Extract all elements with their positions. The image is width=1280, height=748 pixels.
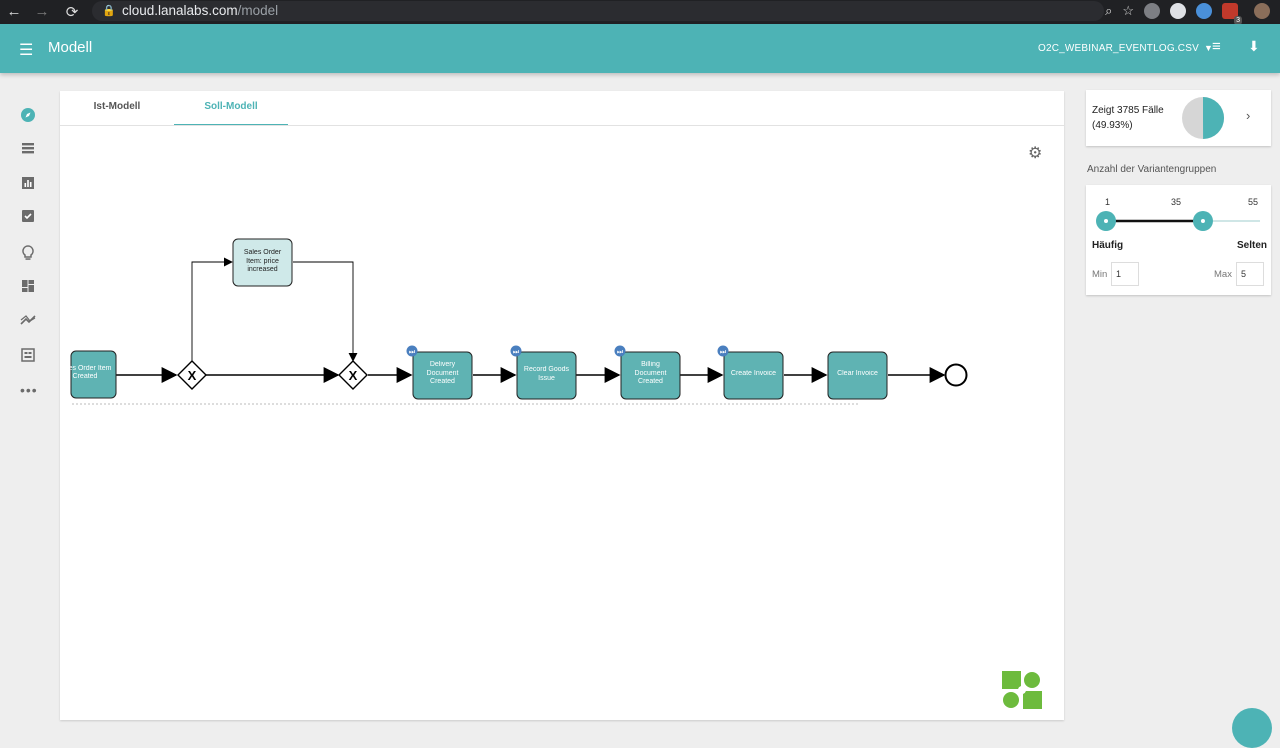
case-count-text: Zeigt 3785 Fälle (49.93%) <box>1092 103 1164 133</box>
extension-drive-icon[interactable] <box>1144 3 1160 19</box>
extension-blue-icon[interactable] <box>1196 3 1212 19</box>
bar-chart-icon[interactable] <box>20 176 36 192</box>
activity-billing-document-created[interactable] <box>620 351 681 400</box>
pie-slice <box>1203 96 1225 139</box>
case-count-line: Zeigt 3785 Fälle <box>1092 105 1164 116</box>
activity-delivery-document-created[interactable] <box>412 351 473 400</box>
end-event[interactable] <box>944 363 968 387</box>
activity-sales-order-item-price-increased[interactable] <box>232 238 293 287</box>
variant-range-slider[interactable] <box>1086 207 1271 237</box>
page-title: Modell <box>48 39 93 56</box>
lanalabs-logo <box>1002 671 1042 709</box>
help-fab[interactable] <box>1232 708 1272 748</box>
compass-icon[interactable] <box>20 107 36 123</box>
filter-icon[interactable]: ≡ <box>1212 38 1221 55</box>
chevron-right-icon[interactable]: › <box>1246 108 1251 123</box>
variant-groups-title: Anzahl der Variantengruppen <box>1087 164 1217 175</box>
skip-marker-glyph: ⏭ <box>617 348 624 356</box>
slider-tick-mid: 35 <box>1171 197 1182 207</box>
activity-label: Delivery Document Created <box>426 361 459 385</box>
skip-marker-glyph: ⏭ <box>720 348 727 356</box>
max-label: Max <box>1214 269 1232 280</box>
chevron-down-icon: ▼ <box>1203 43 1214 53</box>
zoom-icon[interactable]: ⌕ <box>1105 3 1113 18</box>
report-icon[interactable] <box>20 348 36 364</box>
slider-handle-max-dot <box>1200 219 1205 223</box>
skip-marker-glyph: ⏭ <box>409 348 416 356</box>
activity-label: Create Invoice <box>730 370 777 377</box>
slider-tick-min: 1 <box>1105 197 1111 207</box>
slider-label-rare: Selten <box>1237 240 1268 251</box>
skip-marker-icon <box>406 345 418 357</box>
checklist-icon[interactable] <box>20 209 36 225</box>
url-text: cloud.lanalabs.com/model <box>122 3 279 18</box>
skip-marker-icon <box>510 345 522 357</box>
activity-record-goods-issue[interactable] <box>516 351 577 400</box>
menu-icon[interactable]: ☰ <box>19 42 34 59</box>
activity-label: Record Goods Issue <box>523 366 570 382</box>
download-icon[interactable]: ⬇ <box>1248 38 1260 54</box>
min-label: Min <box>1092 269 1108 280</box>
extension-badge: 3 <box>1234 16 1242 25</box>
slider-label-frequent: Häufig <box>1092 240 1124 251</box>
reload-icon[interactable]: ⟳ <box>65 4 79 21</box>
skip-marker-glyph: ⏭ <box>513 348 520 356</box>
activity-label: Sales Order Item Created <box>60 365 112 380</box>
browser-toolbar: ← → ⟳ 🔒 cloud.lanalabs.com/model ⌕ ☆ 3 <box>0 0 1280 25</box>
process-diagram: Sales Order Item Created X Sales Order I… <box>60 238 968 405</box>
case-share-pie <box>1182 96 1225 139</box>
activity-create-invoice[interactable] <box>723 351 784 400</box>
activity-clear-invoice[interactable] <box>827 351 888 400</box>
variant-groups-card: 1 35 55 Häufig Selten Min Max <box>1086 185 1271 295</box>
star-icon[interactable]: ☆ <box>1122 3 1134 18</box>
lock-icon: 🔒 <box>102 5 116 17</box>
forward-icon[interactable]: → <box>34 3 50 20</box>
min-input[interactable] <box>1111 262 1139 286</box>
address-bar[interactable]: 🔒 cloud.lanalabs.com/model <box>92 1 1104 21</box>
sequence-flow <box>293 261 358 362</box>
activity-sales-order-item-created[interactable] <box>70 350 117 399</box>
file-selector[interactable]: O2C_WEBINAR_EVENTLOG.CSV▼ <box>1038 43 1214 54</box>
extension-red-icon[interactable]: 3 <box>1222 3 1242 25</box>
model-panel: Ist-Modell Soll-Modell ⚙ Sales Order Ite… <box>60 91 1064 720</box>
app-header: ☰ Modell O2C_WEBINAR_EVENTLOG.CSV▼ ≡ ⬇ <box>0 24 1280 73</box>
trend-icon[interactable] <box>20 313 36 329</box>
gateway-symbol: X <box>188 368 197 383</box>
exclusive-gateway[interactable] <box>338 360 368 390</box>
skip-marker-icon <box>614 345 626 357</box>
more-icon[interactable]: ••• <box>20 382 38 398</box>
tab-divider <box>60 125 1064 126</box>
activity-label: Sales Order Item: price increased <box>243 249 282 273</box>
browser-actions: ⌕ ☆ 3 <box>1105 3 1270 25</box>
dashboard-icon[interactable] <box>20 279 36 295</box>
activity-label: Clear Invoice <box>837 370 878 377</box>
exclusive-gateway[interactable] <box>177 360 207 390</box>
gateway-symbol: X <box>349 368 358 383</box>
case-count-card[interactable]: Zeigt 3785 Fälle (49.93%) › <box>1086 90 1271 146</box>
extension-circle-icon[interactable] <box>1170 3 1186 19</box>
slider-handle-min-dot <box>1104 219 1108 223</box>
profile-avatar[interactable] <box>1254 3 1270 19</box>
lightbulb-icon[interactable] <box>20 245 36 261</box>
tab-ist-modell[interactable]: Ist-Modell <box>93 101 141 112</box>
activity-label: Billing Document Created <box>634 361 667 385</box>
list-icon[interactable] <box>20 141 36 157</box>
back-icon[interactable]: ← <box>6 3 22 20</box>
slider-tick-max: 55 <box>1248 197 1259 207</box>
skip-marker-icon <box>717 345 729 357</box>
gear-icon[interactable]: ⚙ <box>1028 145 1043 162</box>
sequence-flow <box>191 257 233 361</box>
max-input[interactable] <box>1236 262 1264 286</box>
case-percent-line: (49.93%) <box>1092 120 1133 131</box>
